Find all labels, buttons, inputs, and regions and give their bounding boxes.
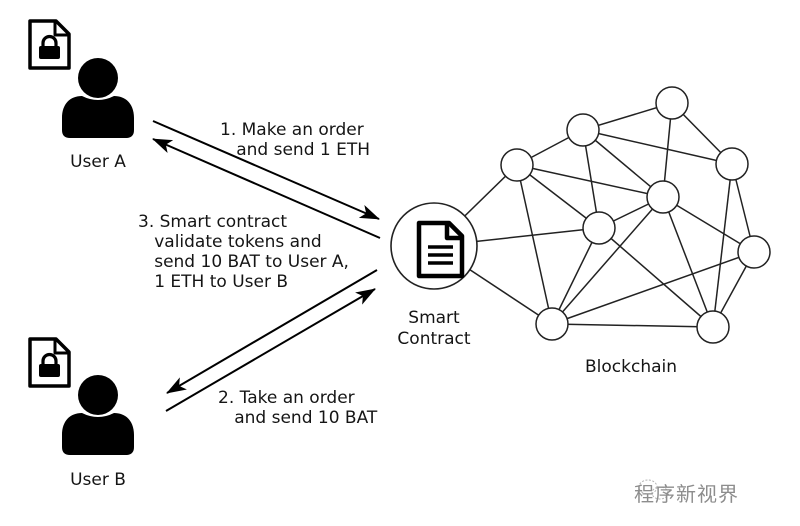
blockchain-node-T xyxy=(655,86,689,120)
step-3-line-4: 1 ETH to User B xyxy=(138,272,289,292)
smart-contract-line-1: Smart xyxy=(408,308,460,328)
step-3-line-3: send 10 BAT to User A, xyxy=(138,252,349,272)
step-2-line-2: and send 10 BAT xyxy=(218,408,378,428)
user-a-label: User A xyxy=(70,152,126,172)
blockchain-node-M xyxy=(582,211,616,245)
blockchain-edge-BL-BR xyxy=(551,323,714,328)
blockchain-edge-C-BR xyxy=(662,196,714,328)
blockchain-edge-C-R2 xyxy=(662,196,755,253)
arrow-step-1 xyxy=(152,120,380,220)
blockchain-edge-N1-C xyxy=(582,129,664,198)
blockchain-edge-BL-R2 xyxy=(551,251,755,325)
user-b-icon xyxy=(62,375,134,455)
step-2-line-1: 2. Take an order xyxy=(218,388,355,408)
user-a-icon xyxy=(62,58,134,138)
blockchain-node-BL xyxy=(535,307,569,341)
blockchain-nodes xyxy=(500,86,771,344)
blockchain-node-N1 xyxy=(566,113,600,147)
blockchain-label: Blockchain xyxy=(585,357,678,377)
arrow-step-3-to-user-a xyxy=(152,138,381,239)
blockchain-node-R2 xyxy=(737,235,771,269)
step-3-line-2: validate tokens and xyxy=(138,232,322,252)
smart-contract-label: Smart Contract xyxy=(384,308,484,350)
blockchain-edge-N1-R1 xyxy=(582,129,733,165)
blockchain-node-C xyxy=(646,180,680,214)
arrow-step-2 xyxy=(165,288,376,412)
arrow-step-3-to-user-b xyxy=(166,269,378,394)
user-b-label: User B xyxy=(70,470,126,490)
wechat-icon xyxy=(638,479,669,500)
blockchain-node-BR xyxy=(696,310,730,344)
step-3-line-1: 3. Smart contract xyxy=(138,212,288,232)
step-1-line-2: and send 1 ETH xyxy=(220,140,371,160)
step-1-label: 1. Make an order and send 1 ETH xyxy=(220,120,370,160)
blockchain-edge-R1-BR xyxy=(712,163,733,328)
smart-contract-line-2: Contract xyxy=(397,329,471,349)
blockchain-node-N2 xyxy=(500,148,534,182)
blockchain-edge-M-BR xyxy=(598,227,714,328)
step-3-label: 3. Smart contract validate tokens and se… xyxy=(138,212,349,292)
user-a-locked-document-icon xyxy=(28,19,71,70)
blockchain-edge-N2-BL xyxy=(516,164,553,325)
document-icon xyxy=(416,220,465,279)
blockchain-edge-N2-M xyxy=(516,164,600,229)
step-1-line-1: 1. Make an order xyxy=(220,120,364,140)
watermark-text: 程序新视界 xyxy=(634,482,739,506)
blockchain-node-R1 xyxy=(715,147,749,181)
blockchain-edge-N2-C xyxy=(516,164,664,198)
blockchain-edge-M-BL xyxy=(551,227,600,325)
step-2-label: 2. Take an order and send 10 BAT xyxy=(218,388,377,428)
blockchain-edge-C-BL xyxy=(551,196,664,325)
smart-contract-node xyxy=(390,202,478,290)
user-b-locked-document-icon xyxy=(28,337,71,388)
